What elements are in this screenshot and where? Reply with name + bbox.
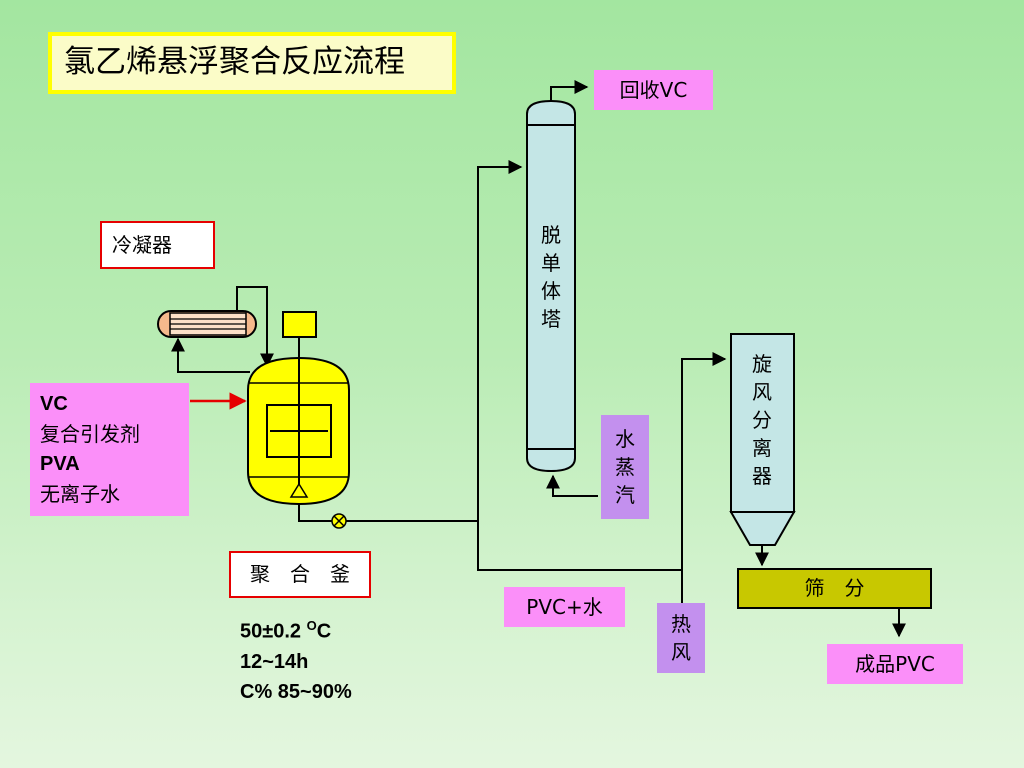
reactor-vessel	[247, 311, 350, 506]
cyclone-separator	[729, 333, 796, 546]
reactor-outlet-line	[298, 504, 478, 522]
cyclone-char: 风	[752, 380, 772, 404]
pvc-water-line	[477, 521, 682, 571]
temperature-degree: O	[306, 618, 317, 633]
feed-item-pva: PVA	[40, 453, 80, 475]
hot-air-label: 热 风	[657, 603, 705, 673]
cyclone-char: 离	[752, 436, 772, 460]
condenser-to-reactor-line	[236, 286, 274, 368]
product-pvc-text: 成品PVC	[855, 652, 935, 676]
recover-vc-line	[550, 80, 589, 101]
valve-icon	[331, 513, 347, 529]
product-pvc-label: 成品PVC	[827, 644, 963, 684]
conversion-condition: C% 85~90%	[240, 680, 352, 703]
cyclone-char: 旋	[752, 352, 772, 376]
reactor-text: 聚 合 釜	[250, 562, 350, 586]
steam-char: 汽	[615, 483, 635, 507]
hot-air-char: 风	[671, 640, 691, 664]
temperature-condition: 50±0.2 OC	[240, 611, 352, 647]
page-title: 氯乙烯悬浮聚合反应流程	[48, 32, 456, 94]
stripper-char: 脱	[541, 223, 561, 247]
to-stripper-line	[477, 160, 523, 521]
recover-vc-text: 回收VC	[619, 78, 688, 102]
feed-item-vc: VC	[40, 393, 68, 415]
reactor-label: 聚 合 釜	[229, 551, 371, 598]
stripper-char: 塔	[541, 307, 561, 331]
pvc-water-label: PVC+水	[504, 587, 625, 627]
steam-label: 水 蒸 汽	[601, 415, 649, 519]
feed-item-initiator: 复合引发剂	[40, 422, 140, 446]
cyclone-label: 旋 风 分 离 器	[748, 350, 776, 490]
stripper-char: 体	[541, 279, 561, 303]
stripper-label: 脱 单 体 塔	[537, 221, 565, 333]
cyclone-char: 器	[752, 464, 772, 488]
reaction-conditions: 50±0.2 OC 12~14h C% 85~90%	[240, 611, 352, 707]
reactor-to-condenser-line	[171, 337, 250, 373]
feed-item-water: 无离子水	[40, 482, 120, 506]
condenser-text: 冷凝器	[112, 233, 172, 257]
steam-char: 蒸	[615, 455, 635, 479]
condenser-label: 冷凝器	[100, 221, 215, 269]
stripper-char: 单	[541, 251, 561, 275]
steam-line	[546, 474, 598, 497]
recover-vc-label: 回收VC	[594, 70, 713, 110]
feed-materials-box: VC 复合引发剂 PVA 无离子水	[30, 383, 189, 516]
pvc-water-text: PVC+水	[526, 595, 603, 619]
sieve-label: 筛 分	[804, 576, 865, 600]
steam-char: 水	[615, 427, 635, 451]
stripper-column	[526, 99, 576, 473]
hot-air-char: 热	[671, 612, 691, 636]
cyclone-char: 分	[752, 408, 772, 432]
sieve-unit	[737, 568, 932, 609]
to-cyclone-line	[681, 352, 727, 570]
condenser-unit	[157, 310, 257, 338]
temperature-unit: C	[316, 620, 332, 643]
temperature-value: 50±0.2	[240, 620, 307, 643]
time-condition: 12~14h	[240, 650, 309, 673]
